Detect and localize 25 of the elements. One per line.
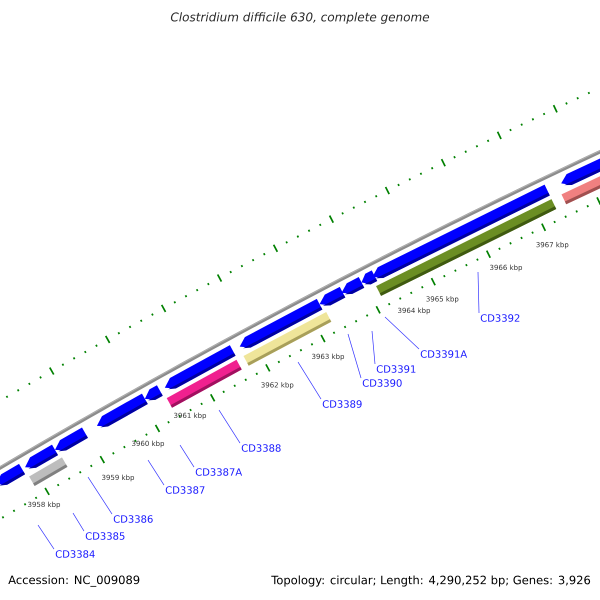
title: Clostridium difficile 630, complete genome: [170, 12, 430, 24]
gene-label: CD3384: [56, 550, 95, 558]
leader-line: [348, 334, 362, 378]
leader-line: [180, 444, 194, 468]
leader-line: [148, 460, 164, 486]
gene-label: CD3387A: [196, 468, 242, 476]
leader-line: [298, 362, 322, 400]
gene-label: CD3388: [242, 444, 281, 452]
gene-label: CD3386: [114, 515, 153, 523]
gene-label: CD3387: [166, 486, 204, 494]
leader-line: [384, 316, 420, 350]
footer-text: Accession: NC_009089: [8, 575, 140, 587]
leader-line: [88, 476, 112, 514]
gene-label: CD3391A: [420, 350, 468, 358]
gene-label: CD3392: [480, 314, 520, 322]
gene-label: CD3391: [376, 365, 416, 373]
leader-line: [478, 272, 480, 314]
leader-line: [218, 410, 240, 444]
gene-label: CD3390: [362, 379, 402, 387]
leader-line: [372, 330, 376, 364]
leader-line: [72, 512, 84, 532]
gene-label: CD3385: [86, 532, 124, 540]
gene-label: CD3389: [322, 400, 362, 408]
leader-line: [38, 524, 54, 550]
footer-text: Topology: circular; Length: 4,290,252 bp; Genes: 3,926: [271, 575, 590, 587]
